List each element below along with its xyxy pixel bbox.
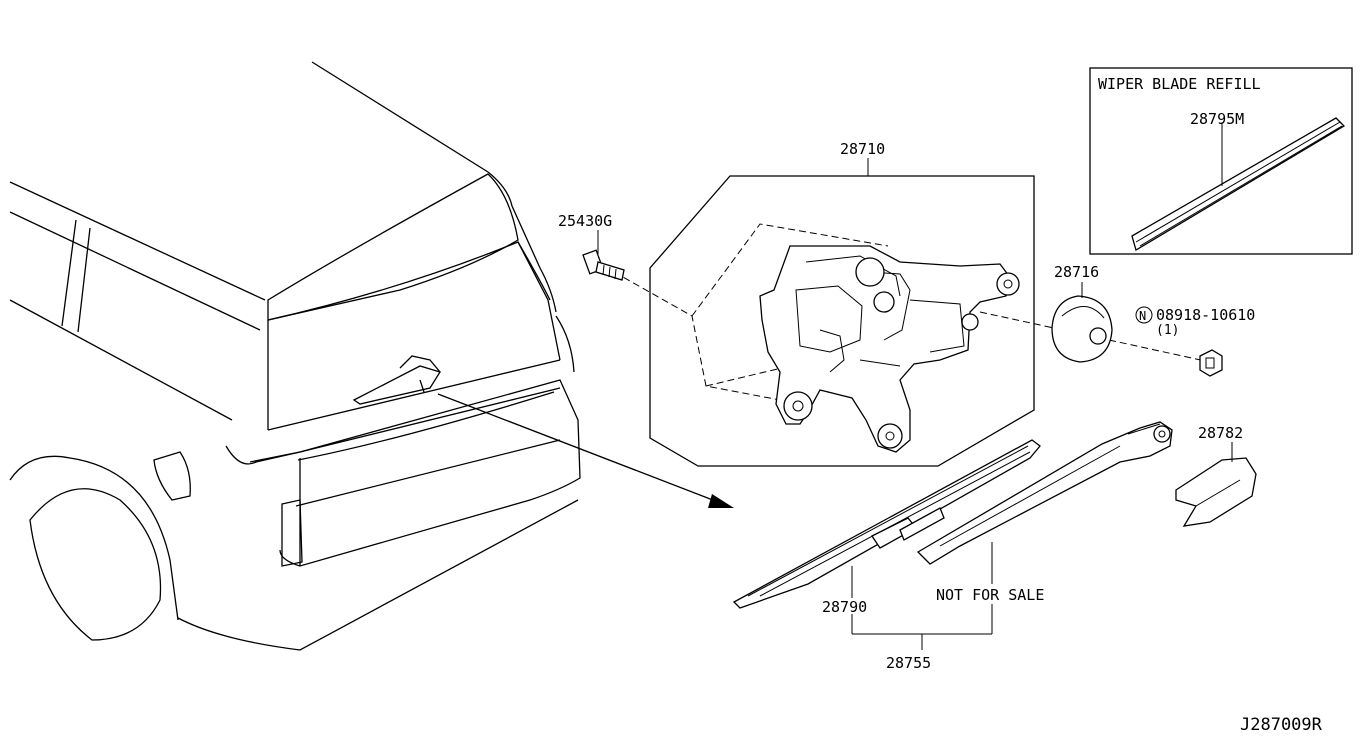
label-arm-blade-set: 28755 — [886, 654, 931, 672]
label-bolt: 25430G — [558, 212, 612, 230]
wiper-arm — [916, 421, 1173, 565]
label-motor-assembly: 28710 — [840, 140, 885, 158]
motor-assembly-box — [649, 175, 1035, 467]
label-nut-qty: (1) — [1156, 323, 1179, 338]
label-refill: 28795M — [1190, 110, 1244, 128]
wiper-blade-28790 — [732, 439, 1041, 609]
label-arm-note: NOT FOR SALE — [936, 586, 1044, 604]
nut-symbol-circle — [1135, 306, 1153, 324]
label-cap: 28716 — [1054, 263, 1099, 281]
diagram-code: J287009R — [1240, 715, 1323, 735]
label-nut: 08918-10610 — [1156, 306, 1255, 324]
inset-title: WIPER BLADE REFILL — [1098, 75, 1261, 93]
label-blade: 28790 — [822, 598, 867, 616]
arm-cover-28782 — [1175, 457, 1257, 527]
leader-lines — [597, 124, 1233, 650]
vehicle-outline — [9, 61, 581, 651]
bolt-25430G — [582, 249, 625, 281]
label-nut-symbol: N — [1139, 309, 1146, 323]
wiper-motor — [759, 245, 1020, 453]
nut-08918-10610 — [1199, 349, 1223, 377]
cap-28716 — [1051, 295, 1113, 363]
label-arm-cover: 28782 — [1198, 424, 1243, 442]
refill-inset — [1089, 67, 1353, 255]
pointer-arrow — [437, 393, 734, 508]
